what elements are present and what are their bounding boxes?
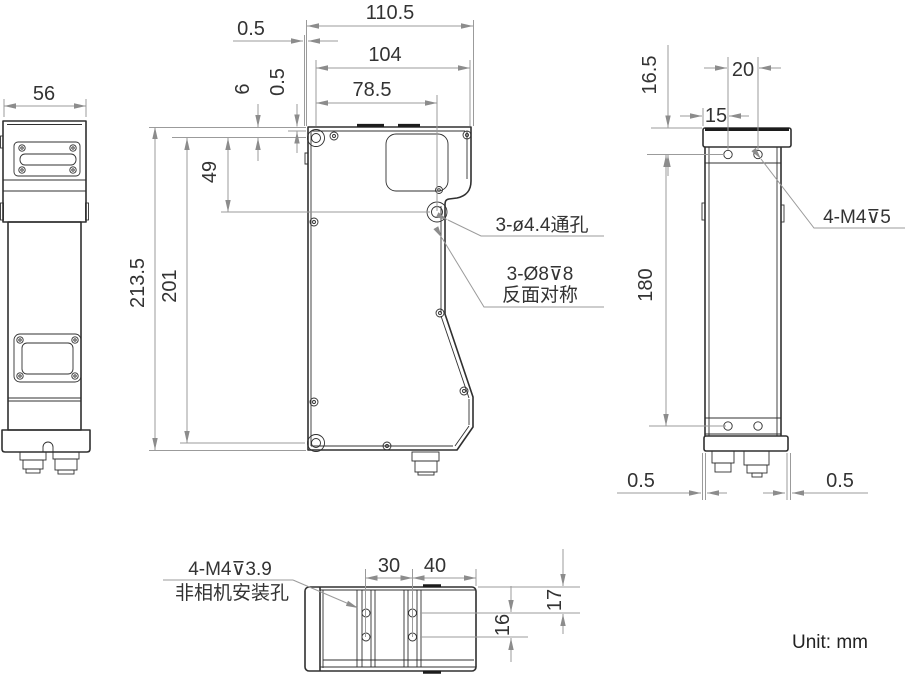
dim-step-height: 6 — [232, 83, 254, 94]
dim-row-pitch: 16 — [492, 614, 514, 636]
front-view-connector — [411, 451, 440, 476]
left-view: 56 — [0, 83, 91, 475]
callout-through-hole: 3-ø4.4通孔 — [435, 212, 604, 237]
unit-note: Unit: mm — [792, 632, 868, 653]
callout-counterbore-line2: 反面对称 — [502, 284, 578, 306]
dim-plate-thickness: 0.5 — [267, 68, 289, 96]
bottom-view-rails — [356, 590, 422, 667]
callout-bottom-tapped-hole: 4-M4⊽3.9 非相机安装孔 — [163, 559, 358, 608]
faceplate-screws — [18, 144, 77, 174]
dim-pitch-b: 40 — [424, 555, 446, 577]
left-view-connectors — [19, 451, 80, 475]
dim-rear-mount-height: 180 — [635, 268, 657, 301]
window-screws — [16, 336, 79, 380]
rear-view-connectors — [711, 450, 770, 478]
rear-view: 16.5 20 15 180 0.5 0.5 4-M4⊽5 — [617, 45, 905, 500]
dim-left-offset: 0.5 — [237, 18, 265, 40]
dim-hole-offset: 78.5 — [353, 79, 392, 101]
dim-total-height: 213.5 — [127, 258, 149, 308]
dim-hole-top-distance: 49 — [199, 161, 221, 183]
dim-top-distance: 16.5 — [639, 56, 661, 95]
dim-edge-distance: 15 — [705, 105, 727, 127]
bottom-view: 30 40 17 16 4-M4⊽3.9 非相机安装孔 — [163, 549, 580, 674]
callout-bottom-note: 非相机安装孔 — [175, 582, 289, 604]
callout-bottom-tapped-hole-label: 4-M4⊽3.9 — [188, 559, 272, 580]
dim-hole-pitch: 20 — [732, 59, 754, 81]
dim-bottom-edge-distance: 17 — [544, 589, 566, 611]
dim-bottom-left-offset: 0.5 — [627, 470, 655, 492]
callout-rear-tapped-hole-label: 4-M4⊽5 — [823, 207, 891, 228]
dim-bottom-right-offset: 0.5 — [826, 470, 854, 492]
callout-rear-tapped-hole: 4-M4⊽5 — [751, 147, 905, 229]
cover-screws — [309, 130, 472, 451]
callout-through-hole-label: 3-ø4.4通孔 — [496, 214, 589, 236]
dim-body-width: 104 — [368, 44, 401, 66]
dim-width-56: 56 — [33, 83, 55, 105]
callout-counterbore-line1: 3-Ø8⊽8 — [507, 264, 574, 285]
callout-counterbore: 3-Ø8⊽8 反面对称 — [433, 226, 604, 308]
front-view: 110.5 0.5 104 78.5 6 0.5 49 201 213.5 3-… — [127, 2, 604, 476]
counterbore-holes — [307, 129, 448, 452]
dim-mount-height: 201 — [159, 269, 181, 302]
dim-pitch-a: 30 — [378, 555, 400, 577]
dim-total-width: 110.5 — [366, 2, 415, 24]
